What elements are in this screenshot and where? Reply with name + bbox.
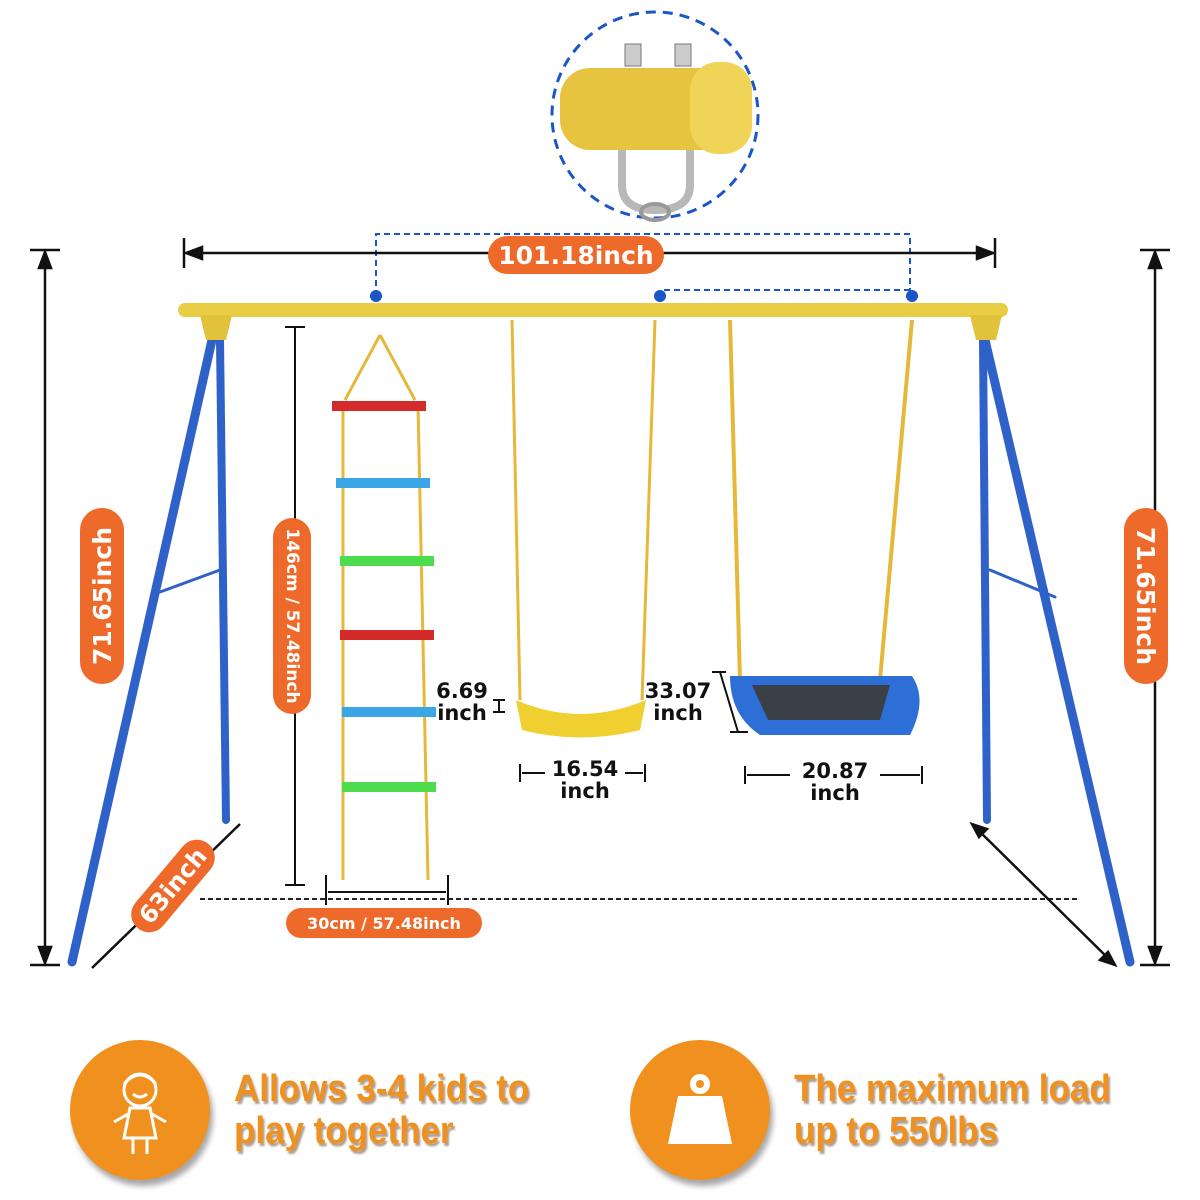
height-label-left: 71.65inch [80, 508, 124, 684]
feature-kids-text: Allows 3-4 kids to play together [234, 1068, 529, 1152]
ladder-width-label: 30cm / 57.48inch [286, 908, 482, 938]
weight-icon [630, 1040, 770, 1180]
ladder-height-label: 146cm / 57.48inch [273, 518, 311, 714]
belt-swing-dims [493, 699, 646, 782]
height-label-right: 71.65inch [1124, 508, 1168, 684]
feature-kids: Allows 3-4 kids to play together [70, 1040, 555, 1180]
frame-legs [67, 335, 1135, 967]
line: The maximum load [794, 1068, 1111, 1110]
belt-seat-width-label: 16.54 inch [545, 758, 625, 802]
unit: inch [810, 781, 860, 805]
value: 33.07 [644, 679, 712, 703]
hook-detail-callout [550, 10, 760, 222]
line: play together [234, 1110, 454, 1152]
nest-swing-dims [712, 671, 923, 784]
frame-top-bar [178, 290, 1008, 340]
feature-load: The maximum load up to 550lbs [630, 1040, 1138, 1180]
depth-dimension-lines [91, 821, 1118, 969]
overall-width-label: 101.18inch [488, 236, 664, 274]
belt-seat-height-label: 6.69 inch [430, 680, 494, 724]
feature-load-text: The maximum load up to 550lbs [794, 1068, 1111, 1152]
unit: inch [437, 701, 487, 725]
belt-swing [510, 319, 657, 738]
value: 6.69 [436, 679, 488, 703]
nest-swing [728, 319, 920, 735]
unit: inch [653, 701, 703, 725]
rope-ladder [332, 334, 436, 881]
child-icon [70, 1040, 210, 1180]
nest-seat-width-label: 20.87 inch [790, 760, 880, 804]
value: 20.87 [801, 759, 869, 783]
value: 16.54 [551, 757, 619, 781]
nest-seat-height-label: 33.07 inch [640, 680, 716, 724]
unit: inch [560, 779, 610, 803]
line: up to 550lbs [794, 1110, 998, 1152]
line: Allows 3-4 kids to [234, 1068, 530, 1110]
